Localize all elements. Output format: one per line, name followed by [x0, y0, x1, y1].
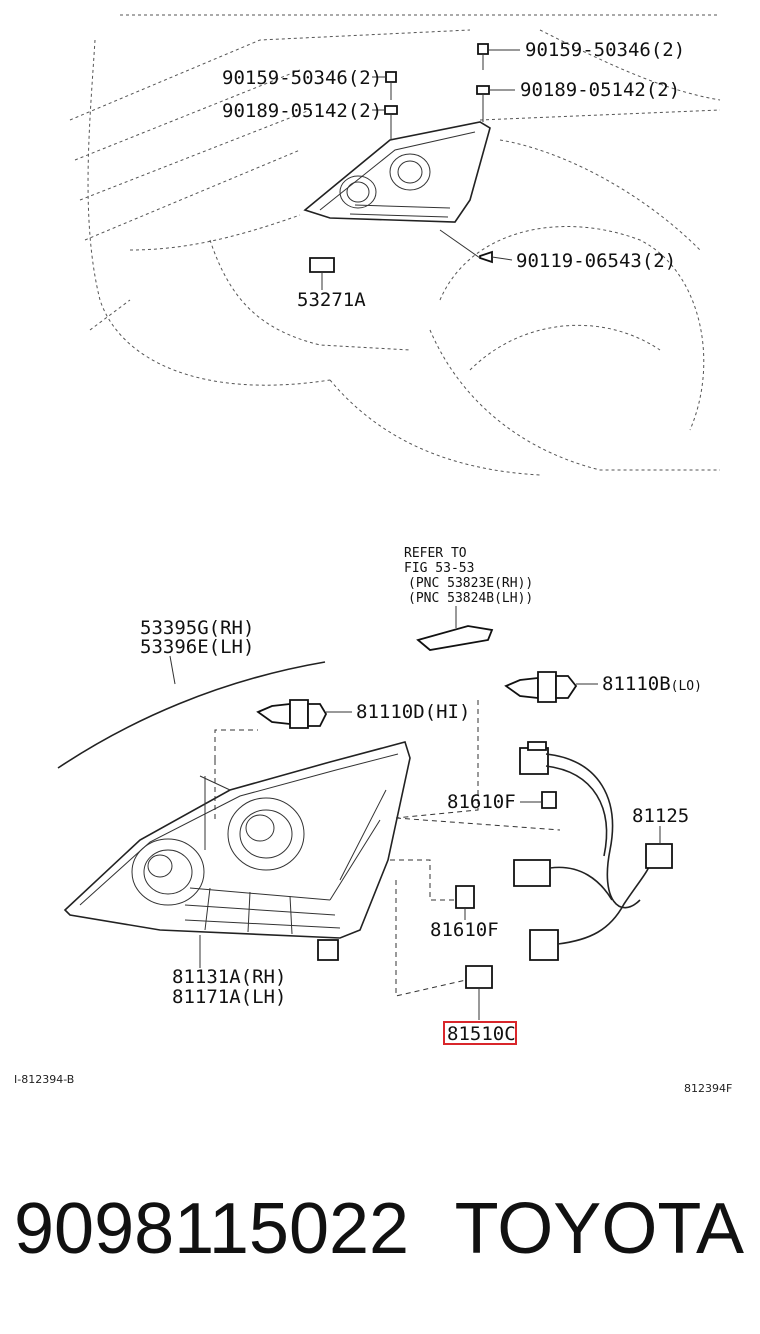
socket-upper [520, 791, 557, 809]
label-bolt-left: 90159-50346(2) [222, 67, 382, 89]
label-lo-bulb-number: 81110B [602, 673, 671, 695]
label-highlighted-part: 81510C [447, 1023, 516, 1045]
label-screw: 90119-06543(2) [516, 250, 676, 272]
label-clip-left: 90189-05142(2) [222, 100, 382, 122]
label-molding-lh: 53396E(LH) [140, 636, 254, 658]
label-socket-upper: 81610F [447, 791, 516, 813]
hi-bulb [214, 699, 352, 820]
headlamp-installed [303, 121, 491, 223]
label-hi-bulb: 81110D(HI) [356, 701, 470, 723]
top-leaders [372, 49, 520, 261]
refer-line-3: (PNC 53823E(RH)) [408, 576, 533, 591]
highlight-box [443, 1021, 517, 1045]
part-number: 9098115022 [14, 1189, 410, 1269]
label-molding-rh: 53395G(RH) [140, 617, 254, 639]
label-lamp-rh: 81131A(RH) [172, 966, 286, 988]
label-clip-right: 90189-05142(2) [520, 79, 680, 101]
top-fasteners [309, 43, 493, 290]
vehicle-outline [69, 14, 721, 476]
refer-line-4: (PNC 53824B(LH)) [408, 591, 533, 606]
refer-line-1: REFER TO [404, 546, 467, 561]
refer-note: REFER TO FIG 53-53 (PNC 53823E(RH)) (PNC… [404, 546, 533, 651]
headlamp-assembly [63, 741, 411, 968]
lo-bulb [395, 671, 598, 819]
brand-name: TOYOTA [454, 1189, 744, 1269]
label-lo-bulb-suffix: (LO) [671, 679, 702, 694]
socket-lower [390, 859, 475, 920]
code-right: 812394F [684, 1082, 732, 1095]
code-left: I-812394-B [14, 1073, 74, 1086]
label-wiring: 81125 [632, 805, 689, 827]
label-socket-lower: 81610F [430, 919, 499, 941]
refer-line-2: FIG 53-53 [404, 561, 474, 576]
label-bolt-right: 90159-50346(2) [525, 39, 685, 61]
label-bracket: 53271A [297, 289, 366, 311]
label-lamp-lh: 81171A(LH) [172, 986, 286, 1008]
molding-strip [57, 655, 326, 769]
footer: 9098115022 TOYOTA [0, 1170, 760, 1290]
wiring-harness [395, 741, 673, 961]
label-lo-bulb: 81110B(LO) [602, 673, 702, 695]
target-bulb [395, 880, 493, 1020]
